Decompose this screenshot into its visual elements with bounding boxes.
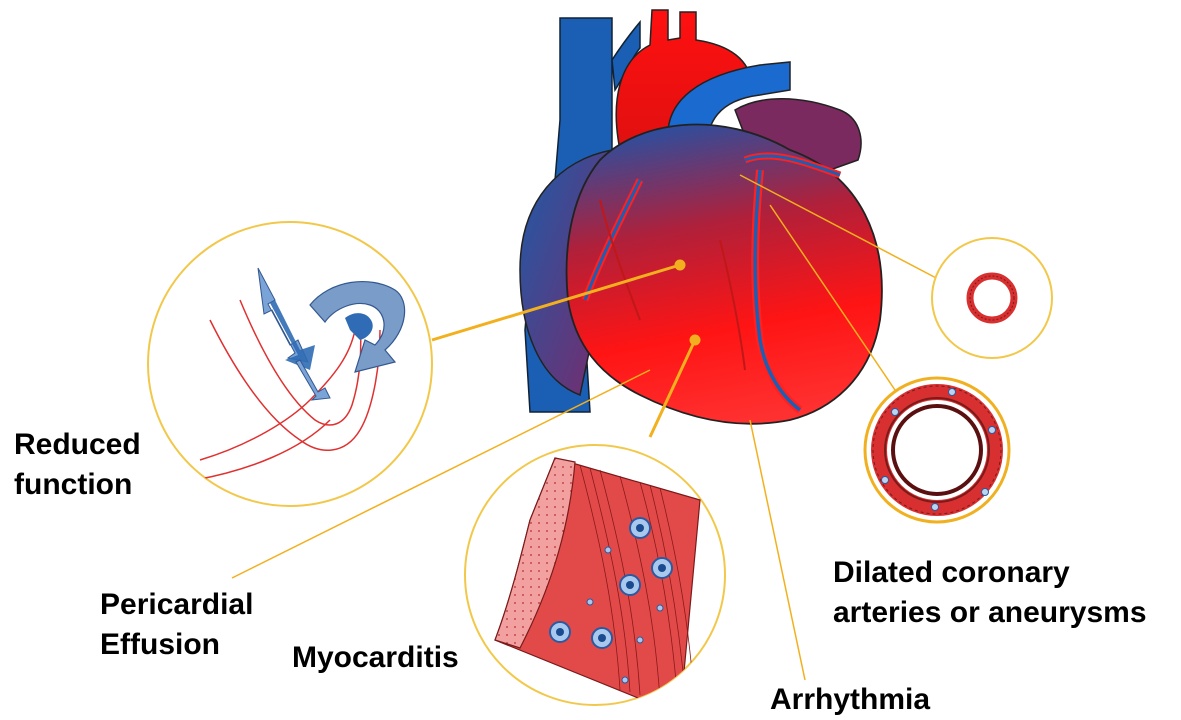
muscle-tissue-icon bbox=[465, 445, 725, 715]
label-line: Dilated coronary bbox=[833, 553, 1147, 593]
label-line: arteries or aneurysms bbox=[833, 593, 1147, 633]
label-dilated-coronary-arteries: Dilated coronary arteries or aneurysms bbox=[833, 553, 1147, 633]
label-arrhythmia: Arrhythmia bbox=[770, 680, 930, 720]
label-line: Effusion bbox=[100, 625, 253, 665]
label-line: Arrhythmia bbox=[770, 680, 930, 720]
aneurysm-cross-section-icon bbox=[865, 378, 1009, 522]
label-myocarditis: Myocarditis bbox=[292, 638, 459, 678]
artery-cross-section-icon bbox=[932, 238, 1052, 358]
label-reduced-function: Reduced function bbox=[14, 425, 141, 505]
label-line: Reduced bbox=[14, 425, 141, 465]
label-line: Myocarditis bbox=[292, 638, 459, 678]
label-line: function bbox=[14, 465, 141, 505]
label-pericardial-effusion: Pericardial Effusion bbox=[100, 585, 253, 665]
label-line: Pericardial bbox=[100, 585, 253, 625]
ventricle-wall-icon bbox=[148, 222, 432, 506]
heart-illustration bbox=[520, 10, 882, 424]
